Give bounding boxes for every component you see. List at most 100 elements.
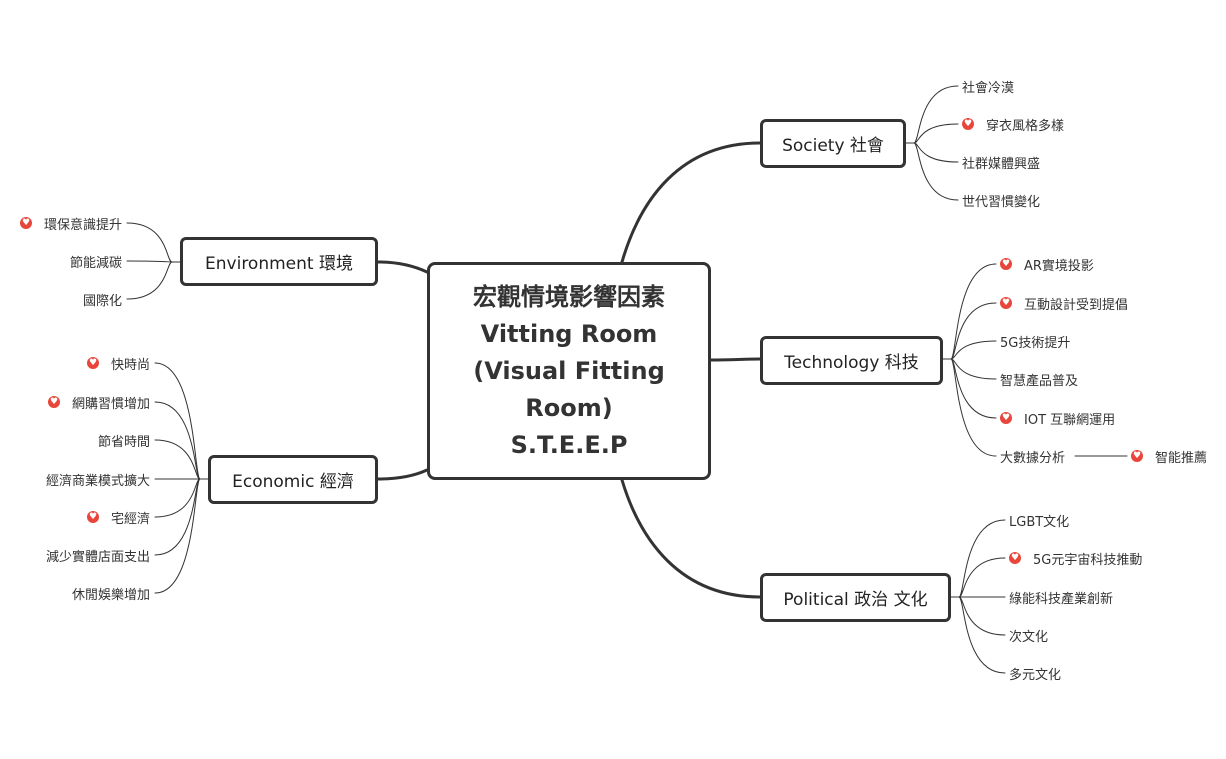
fan-political-5 <box>958 596 1006 674</box>
branch-technology-label: Technology 科技 <box>784 353 919 373</box>
branch-society[interactable]: Society 社會 <box>760 119 906 168</box>
fan-environment-1 <box>126 222 173 263</box>
leaf-technology-6[interactable]: 大數據分析 <box>1000 446 1065 466</box>
leaf-society-4[interactable]: 世代習慣變化 <box>962 190 1040 210</box>
branch-economic[interactable]: Economic 經濟 <box>208 455 378 504</box>
leaf-economic-7[interactable]: 休閒娛樂增加 <box>72 583 150 603</box>
heart-icon <box>1000 411 1012 425</box>
leaf-text: LGBT文化 <box>1009 514 1070 530</box>
leaf-text: 社會冷漠 <box>962 80 1015 96</box>
central-topic-line-2: Vitting Room <box>480 319 658 348</box>
heart-icon <box>1000 257 1012 271</box>
leaf-text: 減少實體店面支出 <box>45 549 150 565</box>
leaf-society-1[interactable]: 社會冷漠 <box>962 76 1014 96</box>
leaf-text: 大數據分析 <box>1000 450 1066 466</box>
fan-economic-3 <box>154 439 201 480</box>
leaf-text: 休閒娛樂增加 <box>71 587 150 603</box>
leaf-economic-4[interactable]: 經濟商業模式擴大 <box>46 469 150 489</box>
leaf-economic-3[interactable]: 節省時間 <box>98 430 150 450</box>
branch-society-label: Society 社會 <box>782 136 884 156</box>
fan-society-2 <box>913 123 959 144</box>
leaf-text: 環保意識提升 <box>43 217 122 233</box>
leaf-text: 節能減碳 <box>69 255 122 271</box>
fan-society-3 <box>913 142 959 163</box>
fan-technology-4 <box>950 358 997 380</box>
leaf-technology-1[interactable]: AR實境投影 <box>1000 254 1094 274</box>
central-topic-line-5: S.T.E.E.P <box>510 430 628 459</box>
fan-society-1 <box>913 85 959 144</box>
fan-society-4 <box>913 142 959 201</box>
leaf-text: 智能推薦 <box>1155 450 1208 466</box>
leaf-political-2[interactable]: 5G元宇宙科技推動 <box>1009 548 1142 568</box>
leaf-text: 綠能科技產業創新 <box>1009 591 1114 607</box>
leaf-text: 世代習慣變化 <box>962 194 1041 210</box>
leaf-technology-5[interactable]: IOT 互聯網運用 <box>1000 408 1115 428</box>
leaf-text: AR實境投影 <box>1024 258 1094 274</box>
connector-economic <box>376 468 429 481</box>
branch-environment-label: Environment 環境 <box>205 254 353 274</box>
central-topic-line-3: (Visual Fitting <box>473 356 665 385</box>
leaf-society-3[interactable]: 社群媒體興盛 <box>962 152 1040 172</box>
leaf-environment-2[interactable]: 節能減碳 <box>70 251 122 271</box>
leaf-political-5[interactable]: 多元文化 <box>1009 663 1061 683</box>
connector-political <box>620 478 762 599</box>
heart-icon <box>19 216 32 230</box>
connector-society <box>620 141 762 264</box>
branch-environment[interactable]: Environment 環境 <box>180 237 378 286</box>
leaf-political-3[interactable]: 綠能科技產業創新 <box>1009 587 1113 607</box>
fan-technology-2 <box>950 302 997 360</box>
heart-icon <box>962 117 974 131</box>
leaf-political-1[interactable]: LGBT文化 <box>1009 510 1069 530</box>
branch-political[interactable]: Political 政治 文化 <box>760 573 951 622</box>
fan-technology-6 <box>950 358 997 457</box>
leaf-environment-1[interactable]: 環保意識提升 <box>19 213 122 233</box>
fan-economic-1 <box>154 362 201 480</box>
fan-political-1 <box>958 519 1006 598</box>
leaf-society-2[interactable]: 穿衣風格多樣 <box>962 114 1064 134</box>
fan-economic-2 <box>154 401 201 480</box>
branch-technology[interactable]: Technology 科技 <box>760 336 943 385</box>
connector-technology <box>709 357 762 362</box>
leaf-text: 5G技術提升 <box>1000 335 1071 351</box>
heart-icon <box>86 510 99 524</box>
leaf-technology-2[interactable]: 互動設計受到提倡 <box>1000 293 1128 313</box>
heart-icon <box>1000 296 1012 310</box>
leaf-text: 網購習慣增加 <box>71 396 150 412</box>
leaf-text: 國際化 <box>82 293 122 309</box>
leaf-economic-2[interactable]: 網購習慣增加 <box>47 392 150 412</box>
branch-political-label: Political 政治 文化 <box>783 590 928 610</box>
fan-economic-5 <box>154 478 201 518</box>
fan-technology-5 <box>950 358 997 419</box>
heart-icon <box>86 356 99 370</box>
fan-environment-2 <box>126 260 173 263</box>
leaf-text: 節省時間 <box>97 434 150 450</box>
leaf-economic-5[interactable]: 宅經濟 <box>86 507 150 527</box>
leaf-technology-sub[interactable]: 智能推薦 <box>1131 446 1207 466</box>
heart-icon <box>1009 551 1021 565</box>
branch-economic-label: Economic 經濟 <box>232 472 354 492</box>
leaf-text: 快時尚 <box>110 357 150 373</box>
leaf-text: 經濟商業模式擴大 <box>45 473 150 489</box>
central-topic[interactable]: 宏觀情境影響因素 Vitting Room (Visual Fitting Ro… <box>427 262 711 480</box>
leaf-text: IOT 互聯網運用 <box>1024 412 1116 428</box>
central-topic-line-1: 宏觀情境影響因素 <box>473 282 665 311</box>
leaf-text: 智慧產品普及 <box>1000 373 1079 389</box>
fan-political-4 <box>958 596 1006 636</box>
central-topic-line-4: Room) <box>525 393 613 422</box>
leaf-political-4[interactable]: 次文化 <box>1009 625 1048 645</box>
leaf-text: 宅經濟 <box>110 511 150 527</box>
fan-economic-7 <box>154 478 201 594</box>
leaf-technology-3[interactable]: 5G技術提升 <box>1000 331 1070 351</box>
leaf-environment-3[interactable]: 國際化 <box>83 289 122 309</box>
heart-icon <box>1131 449 1143 463</box>
leaf-text: 穿衣風格多樣 <box>986 118 1065 134</box>
connector-environment <box>376 260 429 274</box>
leaf-economic-1[interactable]: 快時尚 <box>86 353 150 373</box>
leaf-text: 次文化 <box>1009 629 1049 645</box>
leaf-text: 社群媒體興盛 <box>962 156 1041 172</box>
leaf-economic-6[interactable]: 減少實體店面支出 <box>46 545 150 565</box>
leaf-technology-4[interactable]: 智慧產品普及 <box>1000 369 1078 389</box>
fan-technology-1 <box>950 263 997 360</box>
